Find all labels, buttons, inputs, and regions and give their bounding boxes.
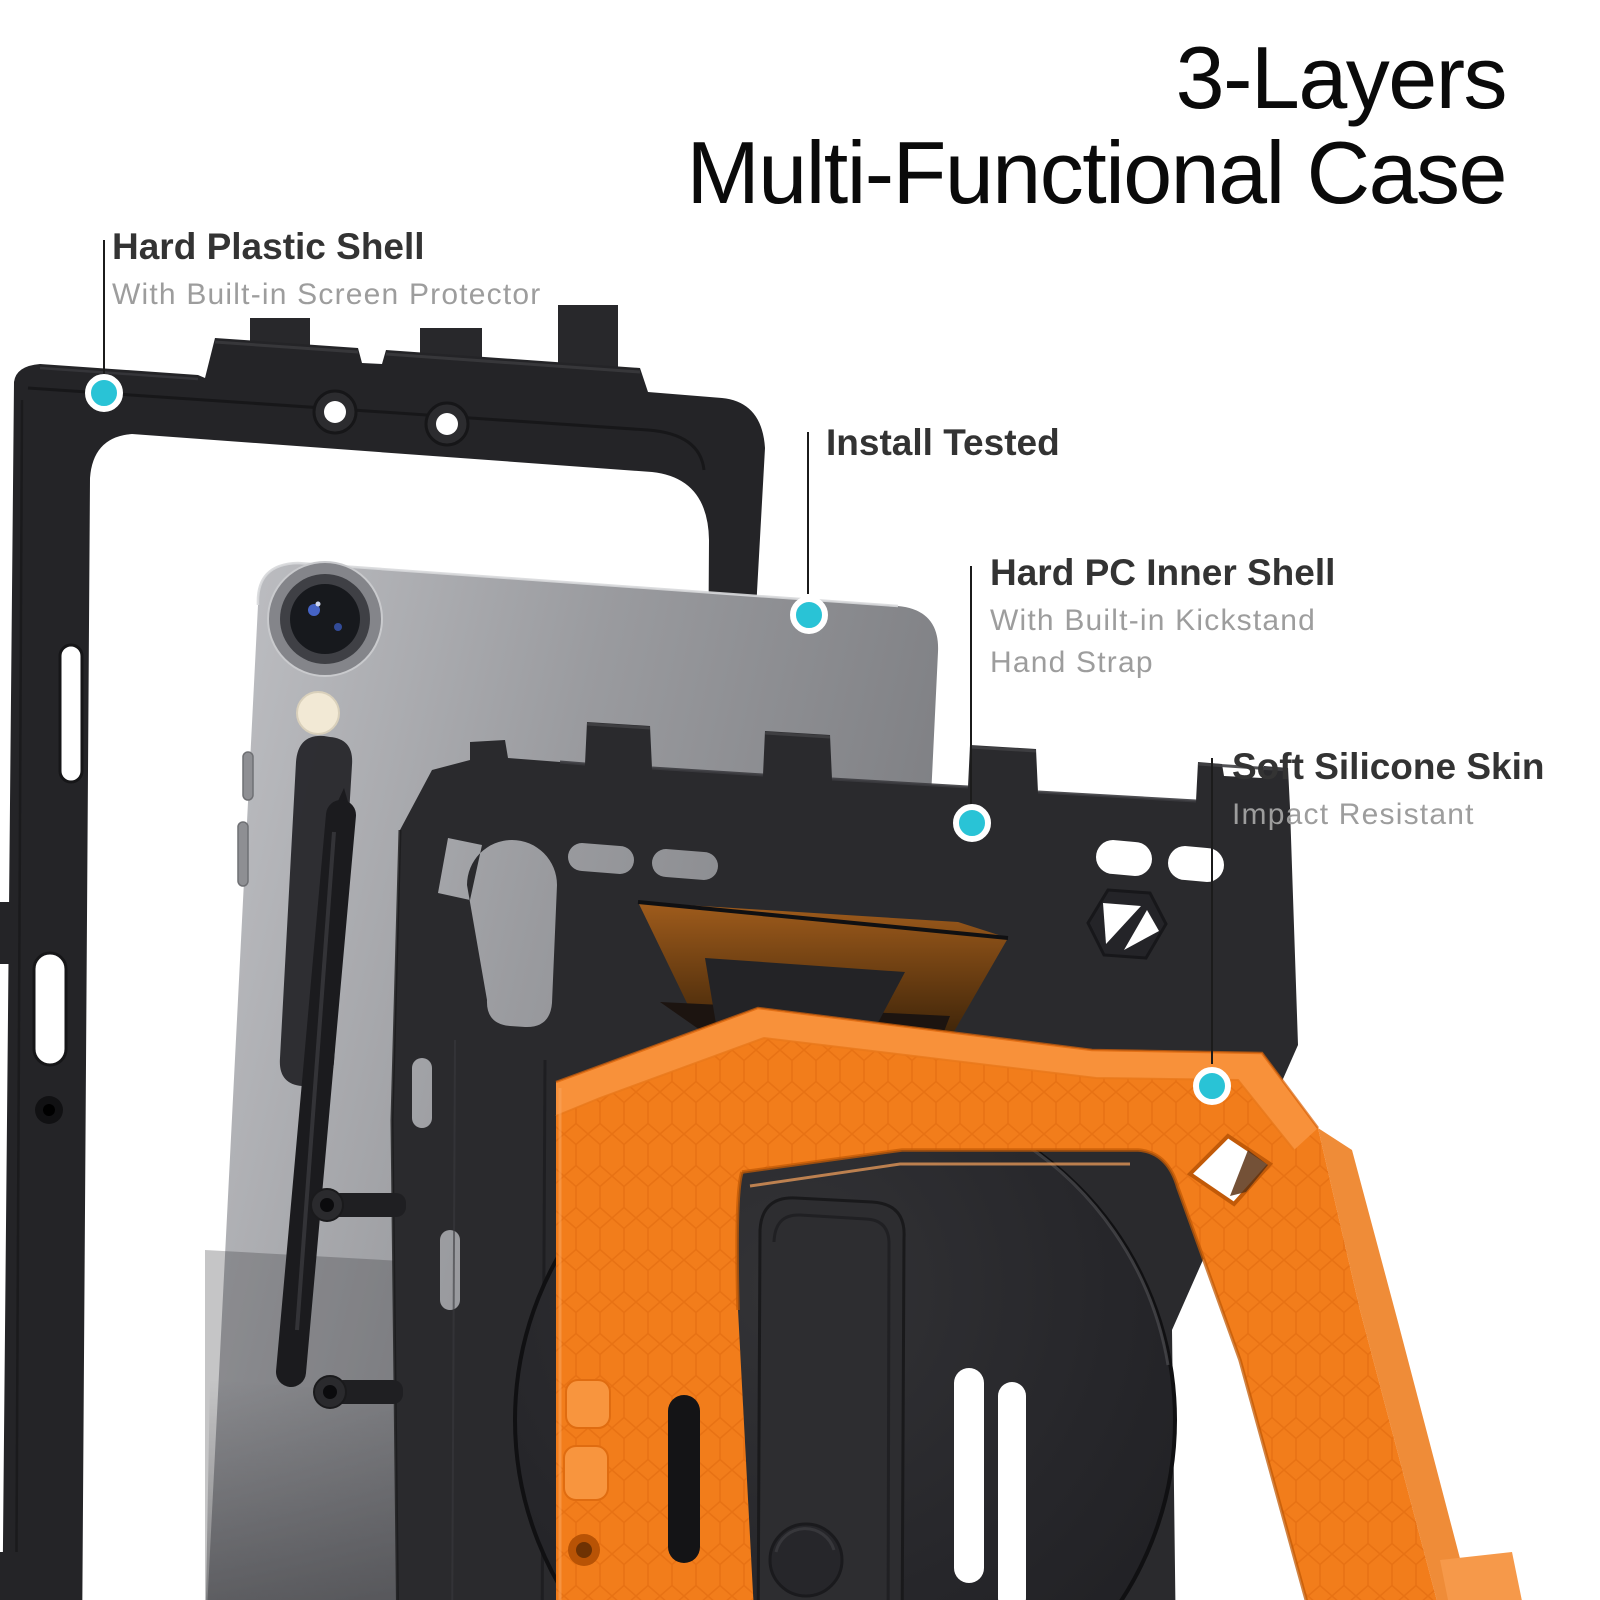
- tablet-power-button: [242, 751, 254, 801]
- callout-label: Install Tested: [826, 422, 1060, 463]
- skin-button-cover: [563, 1445, 609, 1501]
- tablet-volume-button: [237, 821, 249, 887]
- frame-side-slot: [32, 951, 68, 1067]
- callout-label: Hard Plastic Shell: [112, 226, 425, 267]
- hex-cutout: [1086, 888, 1168, 960]
- skin-strap-slot: [668, 1395, 700, 1563]
- callout-marker-dot: [85, 374, 123, 412]
- title-line-1: 3-Layers: [1175, 28, 1508, 127]
- callout-install-tested: Install Tested: [826, 422, 1060, 464]
- skin-side-wall: [1318, 1128, 1471, 1600]
- callout-soft-silicone-skin: Soft Silicone Skin Impact Resistant: [1232, 746, 1545, 836]
- flap-finger-dimple: [768, 1522, 844, 1598]
- title-line-2: Multi-Functional Case: [686, 123, 1508, 222]
- callout-hard-plastic-shell: Hard Plastic Shell With Built-in Screen …: [112, 226, 541, 316]
- callout-leader-line: [970, 566, 972, 804]
- callout-sublabel-2: Hand Strap: [990, 646, 1154, 679]
- callout-label: Hard PC Inner Shell: [990, 552, 1336, 593]
- skin-diamond-cutout: [1186, 1133, 1274, 1207]
- callout-label: Soft Silicone Skin: [1232, 746, 1545, 787]
- camera-flash: [296, 691, 340, 735]
- disc-strap-slot: [954, 1368, 984, 1583]
- pen-holder-pegs: [310, 1188, 406, 1409]
- callout-marker-dot: [953, 804, 991, 842]
- callout-marker-dot: [1193, 1067, 1231, 1105]
- frame-side-slot: [58, 643, 84, 784]
- callout-marker-dot: [790, 596, 828, 634]
- silicone-skin-layer: [555, 1006, 1522, 1600]
- callout-sublabel: With Built-in Kickstand: [990, 604, 1317, 637]
- callout-sublabel: Impact Resistant: [1232, 798, 1475, 831]
- s-pen: [276, 735, 356, 1387]
- camera-module: [267, 561, 383, 677]
- callout-leader-line: [807, 432, 809, 594]
- hard-plastic-shell-layer: [0, 305, 765, 1600]
- callout-leader-line: [103, 240, 105, 374]
- skin-bottom-corner: [1440, 1552, 1522, 1600]
- page-title: 3-Layers Multi-Functional Case: [686, 28, 1508, 222]
- callout-sublabel: With Built-in Screen Protector: [112, 278, 542, 311]
- kickstand-flap: [756, 1196, 906, 1600]
- callout-leader-line: [1211, 758, 1213, 1064]
- callout-hard-pc-inner-shell: Hard PC Inner Shell With Built-in Kickst…: [990, 552, 1335, 684]
- disc-strap-slot: [998, 1382, 1026, 1600]
- skin-button-cover: [565, 1379, 611, 1429]
